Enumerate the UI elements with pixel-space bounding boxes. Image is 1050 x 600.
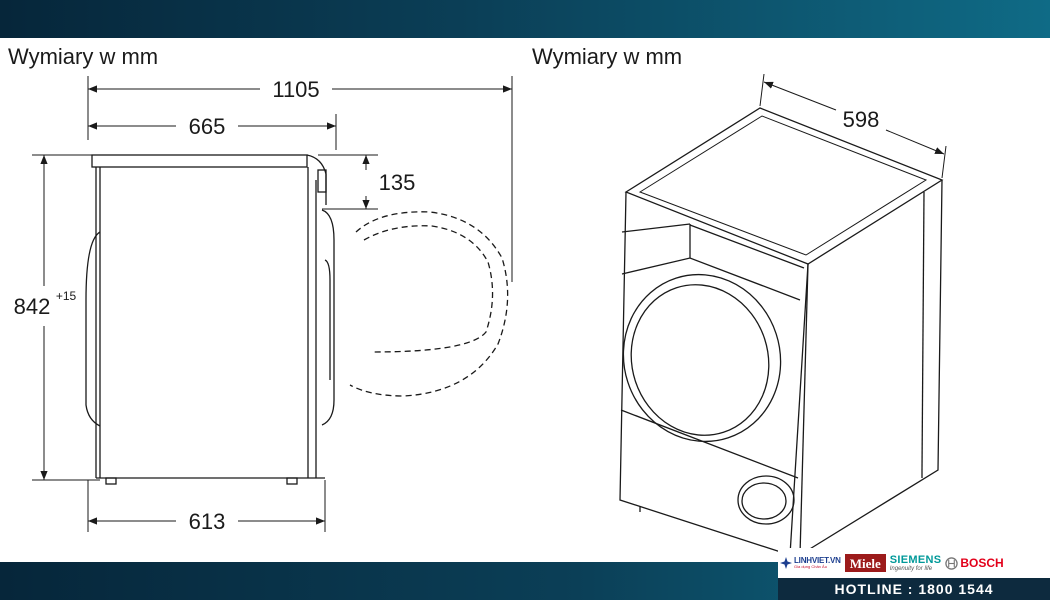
linhviet-name: LINHVIET.VN	[794, 556, 841, 565]
dim-overall-depth-label: 1105	[272, 77, 319, 102]
dim-width-label: 598	[843, 107, 880, 132]
bosch-armature-icon	[945, 556, 959, 570]
dim-base-depth-label: 613	[189, 509, 226, 534]
dim-height-label: 842	[14, 294, 51, 319]
left-view-title: Wymiary w mm	[8, 44, 159, 69]
dimension-drawing: 1105 665 135 842 +15 613 598	[14, 73, 947, 556]
linhviet-logo: LINHVIET.VN Gia dụng Chân Âu	[780, 557, 841, 569]
side-view	[32, 76, 513, 532]
branding-box: LINHVIET.VN Gia dụng Chân Âu Miele SIEME…	[778, 548, 1050, 600]
siemens-tagline: Ingenuity for life	[889, 565, 933, 572]
star-icon	[780, 557, 792, 569]
isometric-view	[619, 107, 944, 556]
bosch-name: BOSCH	[960, 556, 1004, 570]
brand-logos: LINHVIET.VN Gia dụng Chân Âu Miele SIEME…	[778, 548, 1050, 578]
diagram-panel	[0, 38, 1050, 562]
miele-logo: Miele	[844, 554, 886, 572]
dim-height-tolerance-label: +15	[56, 289, 77, 303]
bosch-logo: BOSCH	[945, 556, 1004, 570]
dim-door-protrusion-label: 135	[379, 170, 416, 195]
siemens-logo: SIEMENS Ingenuity for life	[889, 553, 942, 572]
right-view-title: Wymiary w mm	[532, 44, 683, 69]
siemens-name: SIEMENS	[889, 553, 942, 566]
linhviet-tagline: Gia dụng Chân Âu	[794, 564, 827, 569]
hotline-text: HOTLINE : 1800 1544	[778, 578, 1050, 600]
top-banner	[0, 0, 1050, 38]
dim-body-depth-label: 665	[189, 114, 226, 139]
